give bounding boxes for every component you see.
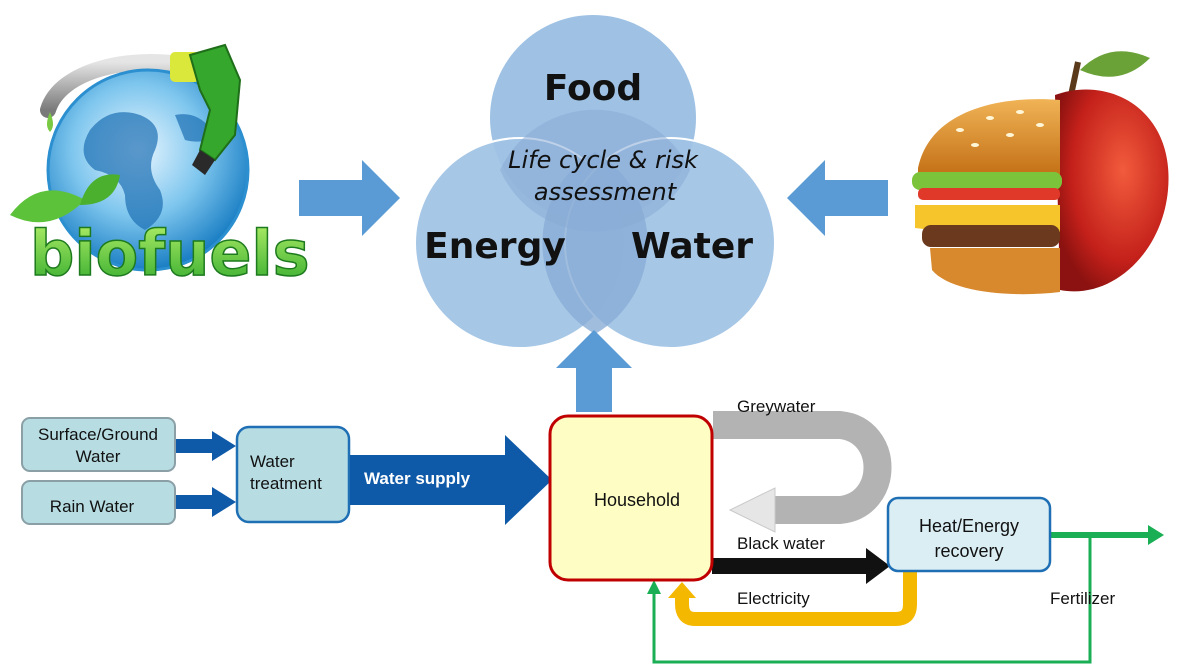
black-water-arrow	[712, 548, 890, 584]
venn-label-energy: Energy	[424, 226, 566, 267]
electricity-label: Electricity	[737, 589, 810, 608]
electricity-arrowhead	[668, 582, 696, 598]
venn-label-water: Water	[631, 226, 753, 267]
greywater-loop	[713, 411, 892, 533]
surface-box-line1: Surface/Ground	[38, 425, 158, 444]
fuel-drip-icon	[47, 112, 53, 132]
black-water-label: Black water	[737, 534, 825, 553]
right-arrow-to-venn	[787, 160, 888, 236]
fuel-hose-icon	[40, 54, 193, 118]
biofuels-logo: biofuels	[10, 43, 310, 291]
burger-patty	[922, 225, 1060, 247]
fertilizer-label: Fertilizer	[1050, 589, 1116, 608]
greywater-label: Greywater	[737, 397, 816, 416]
greywater-arrowhead	[728, 487, 776, 533]
continents-shape	[83, 112, 215, 230]
venn-center-line2: assessment	[534, 178, 678, 206]
water-supply-label: Water supply	[364, 469, 471, 488]
burger-apple-image	[912, 51, 1169, 295]
electricity-flow	[675, 570, 917, 626]
rain-to-treatment-arrow	[176, 487, 236, 517]
apple-icon	[1055, 89, 1169, 292]
leaf-icon	[10, 190, 85, 223]
fertilizer-flow	[647, 525, 1164, 664]
household-box: Household	[548, 414, 714, 582]
leaf-icon	[80, 174, 120, 205]
surface-to-treatment-arrow	[176, 431, 236, 461]
surface-box-line2: Water	[76, 447, 121, 466]
household-to-venn-arrow	[556, 330, 632, 412]
burger-bottom-bun	[930, 248, 1060, 295]
treatment-box-line2: treatment	[250, 474, 322, 493]
treatment-box-line1: Water	[250, 452, 295, 471]
biofuels-logo-text: biofuels	[30, 217, 310, 290]
left-arrow-to-venn	[299, 160, 400, 236]
sesame-seeds	[956, 110, 1044, 147]
rain-box-label: Rain Water	[50, 497, 135, 516]
heat-energy-recovery-box: Heat/Energy recovery	[886, 496, 1052, 573]
venn-diagram: Food Energy Water Life cycle & risk asse…	[414, 13, 776, 349]
burger-tomato	[918, 188, 1060, 200]
heat-box-line2: recovery	[934, 541, 1003, 561]
surface-ground-water-box: Surface/Ground Water	[21, 417, 176, 472]
venn-center-line1: Life cycle & risk	[508, 146, 699, 174]
fuel-nozzle-icon	[170, 43, 242, 175]
burger-top-bun	[918, 99, 1060, 175]
venn-overlap-food	[500, 109, 690, 232]
burger-lettuce	[912, 172, 1062, 190]
fertilizer-arrowhead	[1148, 525, 1164, 545]
rain-water-box: Rain Water	[21, 480, 176, 525]
apple-leaf-icon	[1080, 51, 1150, 77]
fertilizer-return-arrowhead	[647, 580, 661, 594]
heat-box-line1: Heat/Energy	[919, 516, 1019, 536]
water-treatment-box: Water treatment	[235, 425, 351, 524]
water-supply-arrow	[350, 435, 552, 525]
household-label: Household	[594, 490, 680, 510]
venn-label-food: Food	[544, 68, 642, 109]
